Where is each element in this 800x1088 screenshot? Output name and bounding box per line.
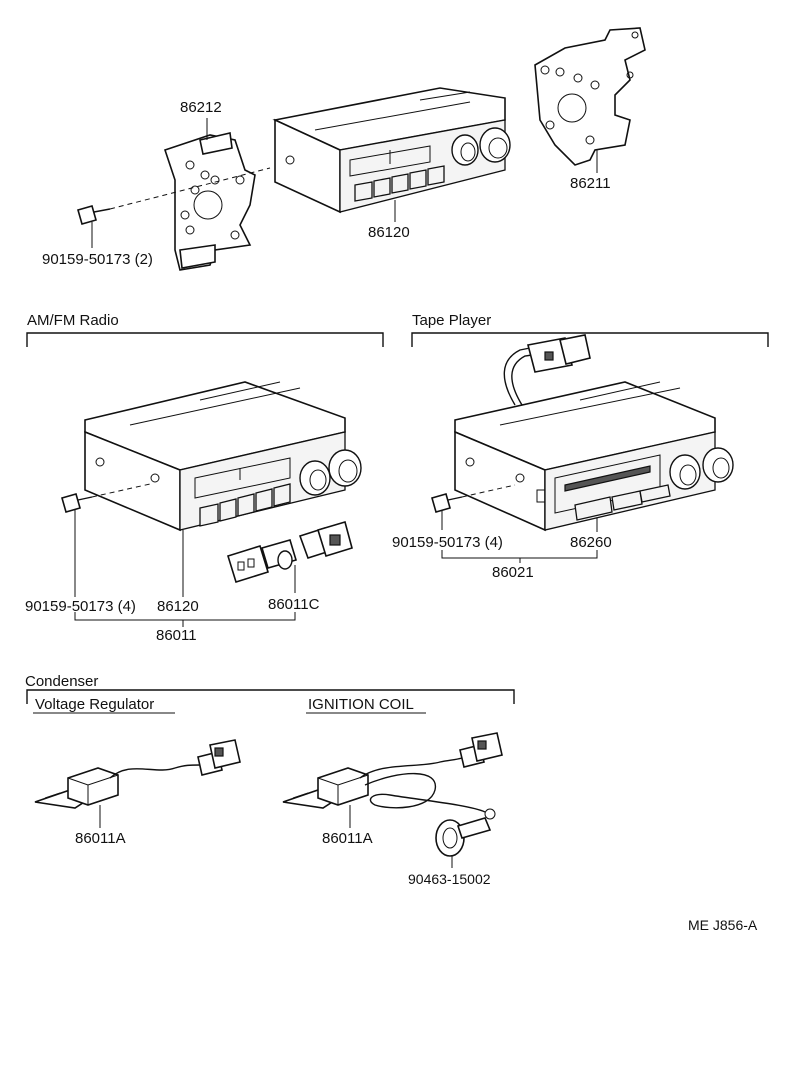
bracket-86211	[534, 27, 646, 166]
tape-knobs	[669, 447, 734, 490]
screw-path-am	[91, 483, 151, 498]
condenser-vr	[34, 739, 241, 809]
label-screw-am: 90159-50173 (4)	[25, 598, 136, 615]
tape-bracket	[411, 332, 769, 347]
section-condenser: Condenser	[25, 673, 98, 690]
connector-86011c	[227, 520, 353, 584]
bracket-86212	[163, 132, 256, 271]
label-86212: 86212	[180, 99, 222, 116]
label-86120-am: 86120	[157, 598, 199, 615]
label-screw-top: 90159-50173 (2)	[42, 251, 153, 268]
radio-top-knobs	[451, 127, 511, 166]
screw-path-top	[109, 167, 271, 210]
radio-86120-am	[84, 381, 362, 532]
label-86011c: 86011C	[268, 596, 320, 613]
tape-86260	[454, 381, 734, 532]
screw-am	[61, 493, 93, 513]
clamp-90463-15002	[435, 817, 492, 857]
label-86011: 86011	[156, 627, 197, 644]
condenser-ig	[282, 732, 503, 820]
label-screw-tape: 90159-50173 (4)	[392, 534, 503, 551]
subsection-voltage-regulator: Voltage Regulator	[35, 696, 154, 713]
label-86011a-vr: 86011A	[75, 830, 126, 847]
reference-code: ME J856-A	[688, 917, 758, 933]
radio-am-buttons	[199, 483, 291, 527]
radio-top-buttons	[354, 165, 445, 202]
tape-buttons	[574, 484, 671, 521]
label-86120-top: 86120	[368, 224, 410, 241]
subsection-ignition-coil: IGNITION COIL	[308, 696, 414, 713]
section-tape: Tape Player	[412, 312, 491, 329]
screw-top	[77, 205, 111, 225]
condenser-bracket	[26, 689, 515, 704]
assy-bracket-tape	[441, 550, 598, 559]
am-fm-bracket	[26, 332, 384, 347]
screw-path-tape	[461, 484, 516, 498]
radio-am-knobs	[299, 449, 362, 496]
label-86021: 86021	[492, 564, 534, 581]
section-am-fm: AM/FM Radio	[27, 312, 119, 329]
radio-86120-top	[272, 87, 511, 214]
tape-harness	[503, 334, 591, 406]
label-86260: 86260	[570, 534, 612, 551]
assy-bracket-am	[74, 612, 296, 621]
label-90463-15002: 90463-15002	[408, 871, 491, 887]
label-86211: 86211	[570, 175, 611, 192]
screw-tape	[431, 493, 463, 513]
label-86011a-ig: 86011A	[322, 830, 373, 847]
